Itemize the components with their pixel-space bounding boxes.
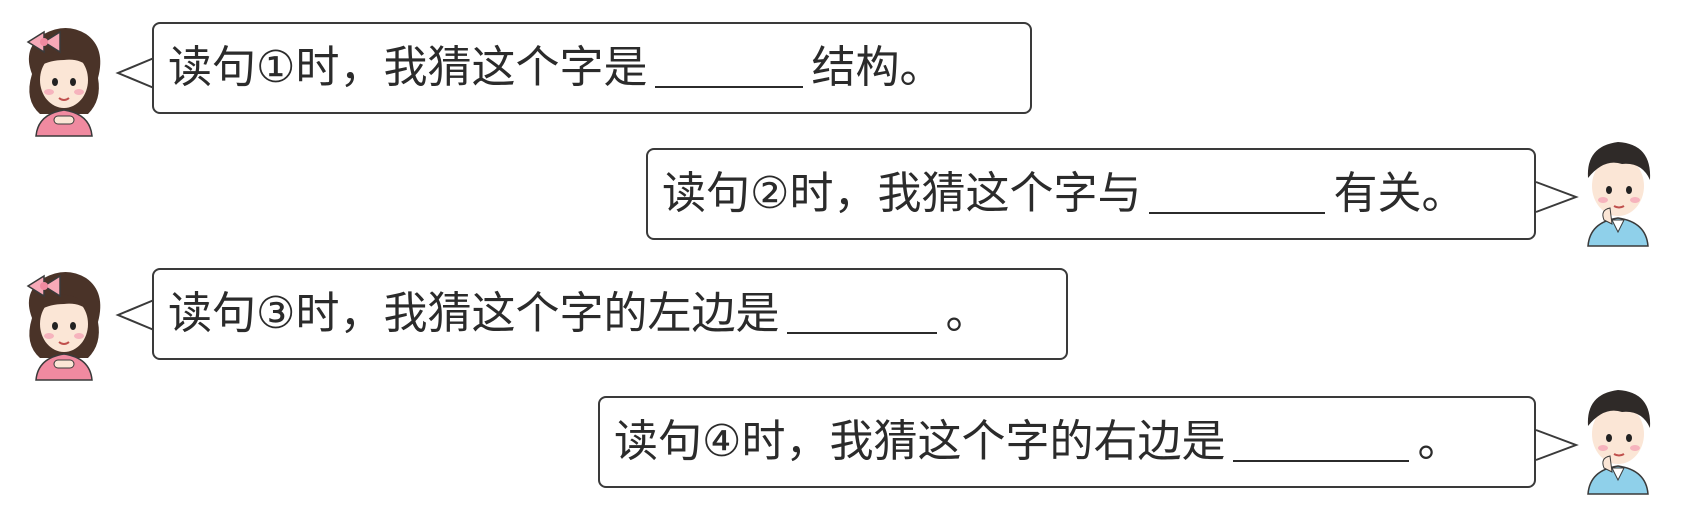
sentence-1-number: ① xyxy=(256,42,296,93)
speech-bubble-1: 读句 ① 时，我猜这个字是 结构 。 xyxy=(152,22,1032,114)
sentence-4-number: ④ xyxy=(702,416,742,467)
bubble-tail-3 xyxy=(115,299,155,331)
sentence-1-suffix: 结构 xyxy=(811,42,900,93)
sentence-3-text: 时，我猜这个字的左边是 xyxy=(295,288,780,339)
sentence-3-end: 。 xyxy=(945,288,990,339)
sentence-1-text: 时，我猜这个字是 xyxy=(295,42,648,93)
sentence-2-number: ② xyxy=(750,168,790,219)
girl-avatar-1 xyxy=(26,28,101,137)
bubble-tail-4 xyxy=(1535,429,1579,461)
bubble-tail-1 xyxy=(115,57,155,89)
sentence-4: 读句 ④ 时，我猜这个字的右边是 。 xyxy=(614,420,1461,464)
sentence-2: 读句 ② 时，我猜这个字与 有关 。 xyxy=(662,172,1465,216)
boy-avatar-2 xyxy=(1587,390,1651,495)
answer-blank-1[interactable] xyxy=(655,46,804,88)
sentence-2-text: 时，我猜这个字与 xyxy=(789,168,1142,219)
sentence-1-end: 。 xyxy=(899,42,944,93)
sentence-4-text: 时，我猜这个字的右边是 xyxy=(741,416,1226,467)
speech-bubble-2: 读句 ② 时，我猜这个字与 有关 。 xyxy=(646,148,1536,240)
sentence-3: 读句 ③ 时，我猜这个字的左边是 。 xyxy=(168,292,989,336)
answer-blank-4[interactable] xyxy=(1233,420,1410,462)
sentence-4-prefix: 读句 xyxy=(614,416,702,467)
bubble-tail-2 xyxy=(1535,181,1579,213)
answer-blank-3[interactable] xyxy=(787,292,938,334)
sentence-2-end: 。 xyxy=(1421,168,1466,219)
answer-blank-2[interactable] xyxy=(1149,172,1326,214)
sentence-4-end: 。 xyxy=(1417,416,1462,467)
sentence-2-prefix: 读句 xyxy=(662,168,750,219)
bow-icon xyxy=(26,274,61,298)
sentence-3-prefix: 读句 xyxy=(168,288,256,339)
sentence-3-number: ③ xyxy=(256,288,296,339)
bow-icon xyxy=(26,30,61,54)
speech-bubble-4: 读句 ④ 时，我猜这个字的右边是 。 xyxy=(598,396,1536,488)
boy-avatar-1 xyxy=(1587,142,1651,247)
girl-avatar-2 xyxy=(26,272,101,381)
speech-bubble-3: 读句 ③ 时，我猜这个字的左边是 。 xyxy=(152,268,1068,360)
sentence-2-suffix: 有关 xyxy=(1333,168,1422,219)
sentence-1: 读句 ① 时，我猜这个字是 结构 。 xyxy=(168,46,943,90)
sentence-1-prefix: 读句 xyxy=(168,42,256,93)
